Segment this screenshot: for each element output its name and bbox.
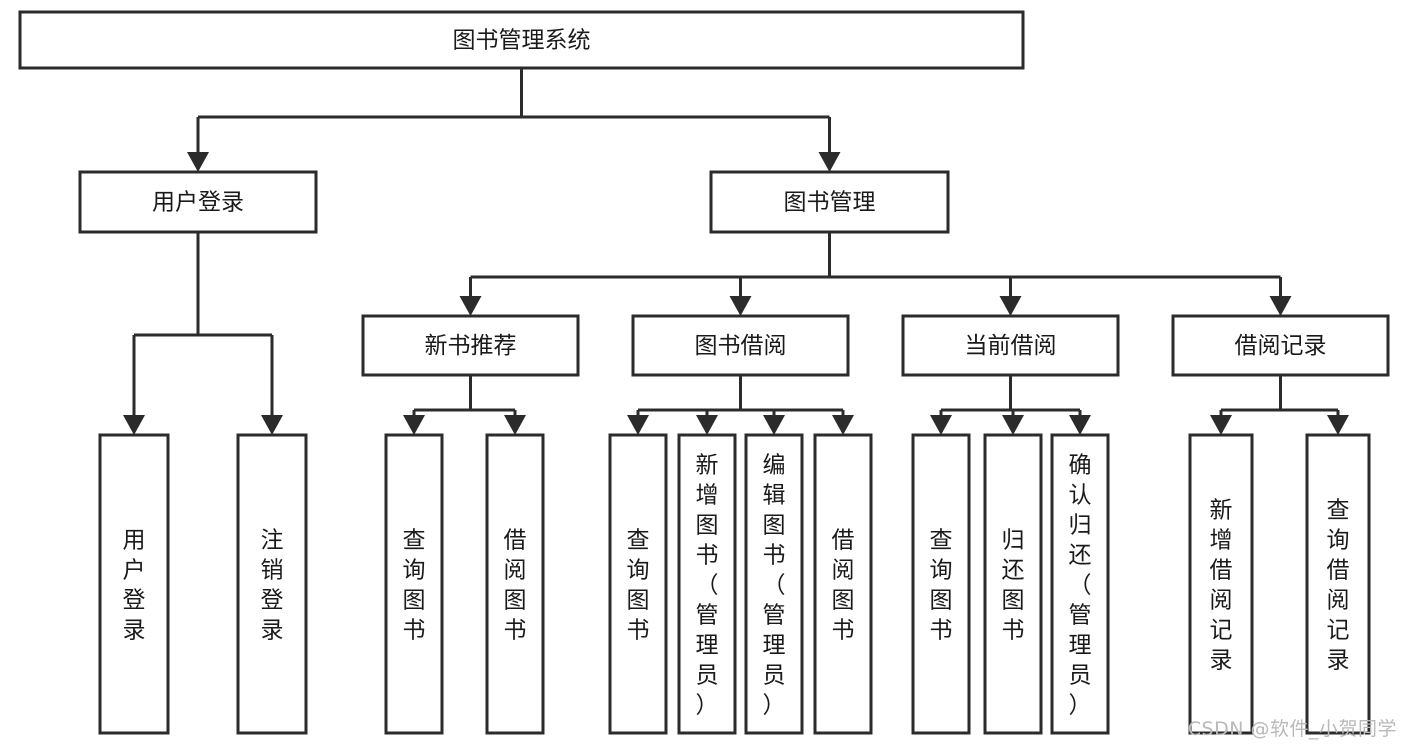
arrow-head-icon — [187, 152, 209, 172]
arrow-head-icon — [261, 415, 283, 435]
arrow-head-icon — [403, 415, 425, 435]
node-box-编辑图书管理员[interactable] — [744, 433, 804, 735]
node-level3-3[interactable]: 借阅记录 — [1171, 314, 1390, 377]
node-root-0[interactable]: 图书管理系统 — [18, 10, 1025, 70]
node-box-图书管理系统[interactable] — [18, 10, 1025, 70]
node-leaf-6[interactable]: 编辑图书（管理员） — [744, 433, 804, 735]
node-label-注销登录: 注销登录 — [261, 527, 284, 643]
node-box-用户登录[interactable] — [78, 170, 318, 234]
arrow-head-icon — [832, 415, 854, 435]
node-box-归还图书[interactable] — [983, 433, 1043, 735]
node-label-归还图书: 归还图书 — [1002, 527, 1025, 643]
node-box-查询图书[interactable] — [384, 433, 444, 735]
node-label-查询借阅记录: 查询借阅记录 — [1327, 497, 1350, 673]
node-label-用户登录: 用户登录 — [152, 190, 244, 216]
node-leaf-4[interactable]: 查询图书 — [608, 433, 668, 735]
node-box-借阅记录[interactable] — [1171, 314, 1390, 377]
node-box-注销登录[interactable] — [236, 433, 308, 735]
node-label-图书管理: 图书管理 — [784, 190, 876, 216]
node-box-借阅图书[interactable] — [813, 433, 873, 735]
node-leaf-7[interactable]: 借阅图书 — [813, 433, 873, 735]
arrow-head-icon — [1210, 415, 1232, 435]
node-box-查询图书[interactable] — [608, 433, 668, 735]
node-label-新书推荐: 新书推荐 — [425, 333, 517, 359]
arrow-head-icon — [504, 415, 526, 435]
node-box-用户登录[interactable] — [98, 433, 170, 735]
node-leaf-11[interactable]: 新增借阅记录 — [1188, 433, 1254, 735]
node-label-查询图书: 查询图书 — [627, 527, 650, 643]
node-leaf-0[interactable]: 用户登录 — [98, 433, 170, 735]
node-label-查询图书: 查询图书 — [930, 527, 953, 643]
node-level3-0[interactable]: 新书推荐 — [361, 314, 580, 377]
node-label-编辑图书管理员: 编辑图书（管理员） — [763, 452, 786, 718]
node-leaf-1[interactable]: 注销登录 — [236, 433, 308, 735]
arrow-head-icon — [930, 415, 952, 435]
node-label-用户登录: 用户登录 — [123, 527, 146, 643]
node-label-借阅图书: 借阅图书 — [832, 527, 855, 643]
node-label-图书管理系统: 图书管理系统 — [453, 28, 591, 54]
node-box-查询借阅记录[interactable] — [1305, 433, 1371, 735]
node-layer: 图书管理系统用户登录图书管理新书推荐图书借阅当前借阅借阅记录用户登录注销登录查询… — [18, 10, 1390, 735]
node-level2-0[interactable]: 用户登录 — [78, 170, 318, 234]
arrow-head-icon — [818, 152, 841, 172]
node-box-借阅图书[interactable] — [485, 433, 545, 735]
node-leaf-3[interactable]: 借阅图书 — [485, 433, 545, 735]
arrow-head-icon — [1327, 415, 1349, 435]
node-level3-1[interactable]: 图书借阅 — [631, 314, 850, 377]
node-box-图书借阅[interactable] — [631, 314, 850, 377]
arrow-head-icon — [1069, 415, 1091, 435]
node-leaf-9[interactable]: 归还图书 — [983, 433, 1043, 735]
node-label-确认归还管理员: 确认归还（管理员） — [1069, 452, 1092, 718]
node-level3-2[interactable]: 当前借阅 — [901, 314, 1120, 377]
node-label-借阅记录: 借阅记录 — [1235, 333, 1327, 359]
node-leaf-12[interactable]: 查询借阅记录 — [1305, 433, 1371, 735]
node-label-新增借阅记录: 新增借阅记录 — [1210, 497, 1233, 673]
node-leaf-10[interactable]: 确认归还（管理员） — [1050, 433, 1110, 735]
arrow-head-icon — [459, 296, 482, 316]
node-label-新增图书管理员: 新增图书（管理员） — [696, 452, 719, 718]
arrow-head-icon — [627, 415, 649, 435]
node-label-当前借阅: 当前借阅 — [965, 333, 1057, 359]
arrow-head-icon — [1269, 296, 1292, 316]
node-level2-1[interactable]: 图书管理 — [709, 170, 950, 234]
node-box-确认归还管理员[interactable] — [1050, 433, 1110, 735]
node-box-查询图书[interactable] — [911, 433, 971, 735]
arrow-head-icon — [999, 296, 1022, 316]
node-box-新书推荐[interactable] — [361, 314, 580, 377]
connector-layer — [123, 68, 1349, 435]
node-box-新增借阅记录[interactable] — [1188, 433, 1254, 735]
arrow-head-icon — [729, 296, 752, 316]
node-leaf-8[interactable]: 查询图书 — [911, 433, 971, 735]
node-label-查询图书: 查询图书 — [403, 527, 426, 643]
arrow-head-icon — [1002, 415, 1024, 435]
node-box-新增图书管理员[interactable] — [677, 433, 737, 735]
node-box-当前借阅[interactable] — [901, 314, 1120, 377]
node-leaf-5[interactable]: 新增图书（管理员） — [677, 433, 737, 735]
arrow-head-icon — [696, 415, 718, 435]
node-label-图书借阅: 图书借阅 — [695, 333, 787, 359]
node-label-借阅图书: 借阅图书 — [504, 527, 527, 643]
node-leaf-2[interactable]: 查询图书 — [384, 433, 444, 735]
arrow-head-icon — [123, 415, 145, 435]
node-box-图书管理[interactable] — [709, 170, 950, 234]
arrow-head-icon — [763, 415, 785, 435]
csdn-watermark: CSDN @软件_小贺同学 — [1187, 718, 1397, 740]
